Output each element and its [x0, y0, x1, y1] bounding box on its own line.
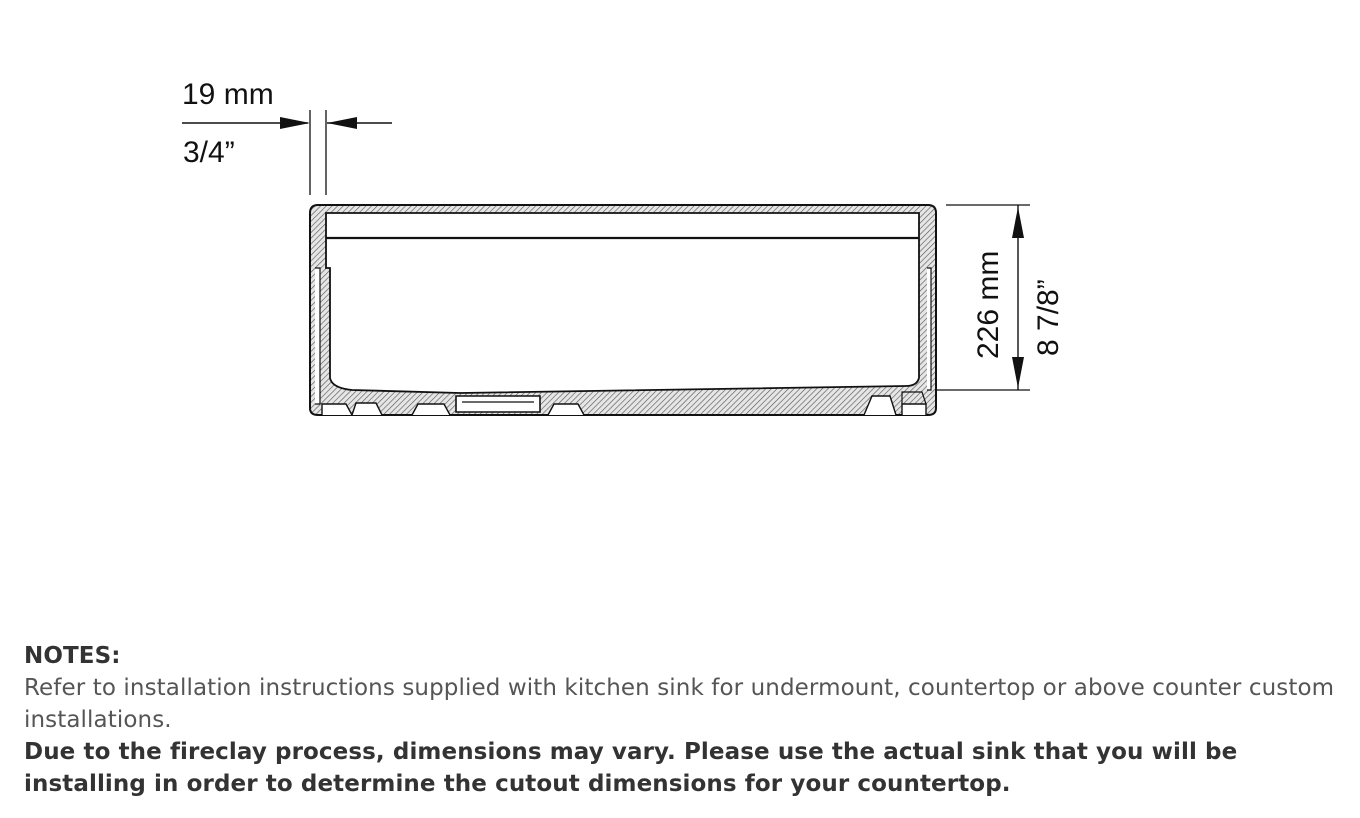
sink-foot-recess-6	[901, 403, 927, 415]
sink-left-wall-detail	[315, 267, 321, 405]
notes-fireclay-warning: Due to the fireclay process, dimensions …	[24, 739, 1238, 797]
sink-right-corner-detail	[901, 391, 927, 405]
notes-section: NOTES: Refer to installation instruction…	[24, 640, 1354, 800]
sink-right-wall-detail	[927, 267, 932, 391]
sink-section-diagram: 19 mm 3/4” 2	[182, 78, 1065, 416]
height-metric-label: 226 mm	[972, 251, 1005, 359]
height-arrowhead-bottom	[1012, 357, 1024, 388]
sink-foot-recess-1	[321, 403, 353, 416]
sink-foot-recess-5	[863, 395, 897, 416]
wall-thickness-arrowhead-right	[327, 117, 357, 129]
sink-foot-recess-2	[351, 402, 383, 416]
height-arrowhead-top	[1012, 207, 1024, 238]
sink-drain-opening	[455, 395, 541, 413]
height-dimension: 226 mm 8 7/8”	[936, 204, 1065, 391]
height-imperial-label: 8 7/8”	[1032, 279, 1065, 356]
wall-thickness-dimension: 19 mm 3/4”	[182, 78, 392, 195]
notes-installation-text: Refer to installation instructions suppl…	[24, 675, 1335, 733]
sink-basin-cavity	[325, 212, 920, 394]
sink-foot-recess-4	[547, 403, 585, 416]
notes-heading: NOTES:	[24, 643, 121, 669]
wall-thickness-arrowhead-left	[280, 117, 310, 129]
sink-foot-recess-3	[411, 403, 451, 416]
wall-thickness-metric-label: 19 mm	[182, 78, 274, 111]
sink-cross-section	[309, 204, 937, 416]
wall-thickness-imperial-label: 3/4”	[183, 136, 235, 169]
